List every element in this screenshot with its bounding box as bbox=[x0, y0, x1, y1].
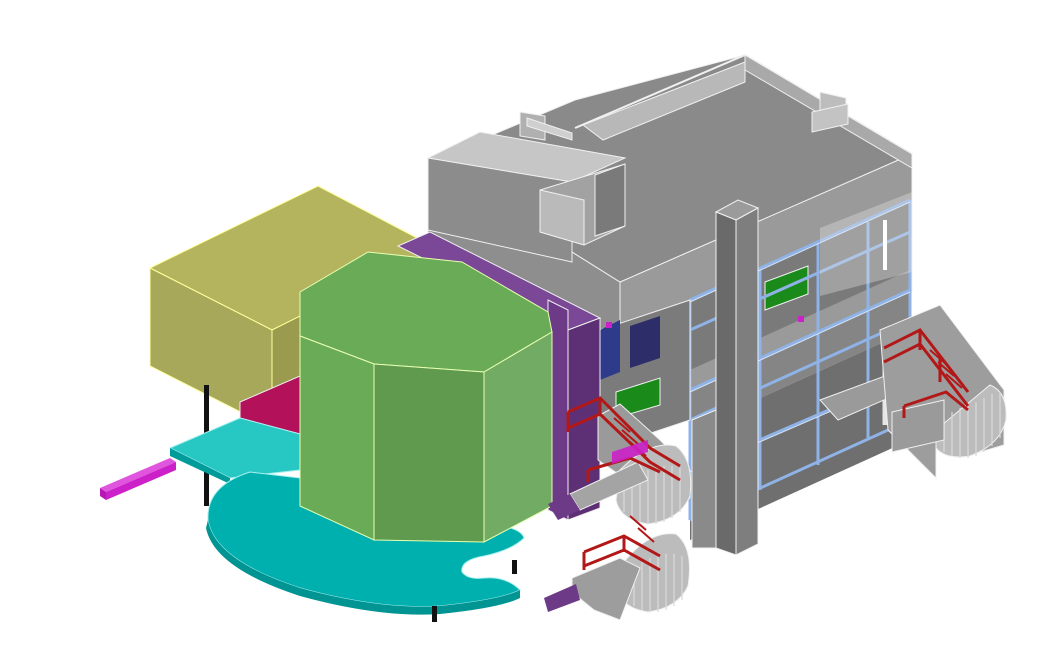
curved-stair-right bbox=[879, 304, 1007, 480]
red-railing-right bbox=[883, 328, 970, 418]
curved-stair-left bbox=[544, 396, 692, 621]
roof-stair-box bbox=[426, 111, 627, 263]
cyan-ground-slab bbox=[168, 417, 525, 622]
drum-face-left bbox=[299, 335, 375, 541]
concrete-column-pier bbox=[714, 199, 760, 556]
roof-parapet bbox=[574, 53, 913, 169]
red-railing-left bbox=[566, 396, 681, 572]
drum-face-front bbox=[373, 363, 485, 543]
magenta-beam bbox=[100, 458, 176, 500]
purple-wall bbox=[396, 231, 602, 521]
green-octagonal-drum bbox=[299, 251, 553, 543]
